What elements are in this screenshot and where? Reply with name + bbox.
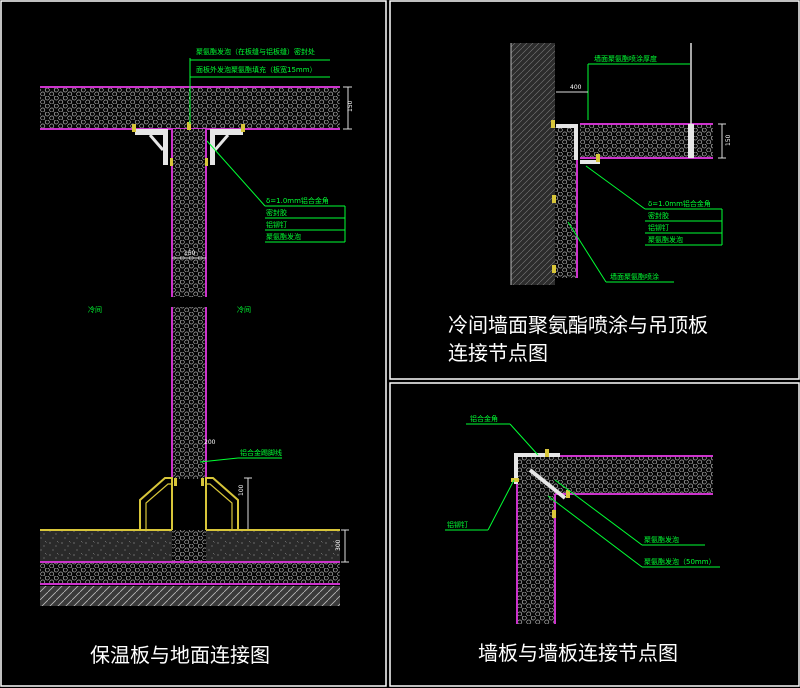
spray-ceiling-drawing: 墙面聚氨酯喷涂厚度 400 150 δ=1.0mm铝合金角 密封胶 铝铆钉 聚氨… [510, 43, 732, 285]
left-room-label-right: 冷间 [237, 305, 251, 314]
left-top-note-2: 面板外发泡聚氨酯填充（板宽15mm） [196, 65, 317, 74]
right-side-note-2: 密封胶 [648, 211, 669, 220]
horizontal-wall-panel [555, 456, 713, 494]
left-slab-dim: 300 [335, 539, 342, 551]
vertical-wall-panel [517, 456, 555, 624]
floor-joint-drawing: 聚氨酯发泡（在板缝与铝板缝）密封处 面板外发泡聚氨酯填充（板宽15mm） 150… [40, 47, 354, 606]
right-side-note-1: δ=1.0mm铝合金角 [648, 199, 711, 208]
panel-frame-top-right [389, 0, 800, 380]
wall-panel-upper [172, 129, 206, 297]
bottom-right-note-2: 聚氨酯发泡（50mm） [644, 557, 716, 566]
bottom-top-note: 铝合金角 [470, 414, 498, 423]
right-aluminum-angle [210, 129, 243, 165]
ceiling-angle [556, 124, 578, 160]
right-top-note: 墙面聚氨酯喷涂厚度 [594, 54, 657, 63]
left-top-note-1: 聚氨酯发泡（在板缝与铝板缝）密封处 [196, 47, 315, 56]
wall-wall-drawing: 铝合金角 铝铆钉 聚氨酯发泡 聚氨酯发泡（50mm） [445, 414, 720, 624]
left-aluminum-angle [135, 129, 168, 165]
right-side-note-4: 聚氨酯发泡 [648, 235, 683, 244]
left-bottom-note: 铝合金踢脚线 [240, 448, 282, 457]
right-panel-thk-dim: 150 [725, 134, 732, 146]
caption-spray-ceiling-line1: 冷间墙面聚氨酯喷涂与吊顶板 [448, 313, 708, 337]
caption-floor-joint: 保温板与地面连接图 [90, 643, 270, 667]
bottom-right-note-1: 聚氨酯发泡 [644, 535, 679, 544]
left-side-note-2: 密封胶 [266, 208, 287, 217]
masonry-wall [511, 43, 555, 285]
panel-frame-left [0, 0, 387, 687]
left-wall-thk-dim: 150 [184, 250, 196, 257]
spray-layer [555, 126, 577, 278]
right-side-note-3: 铝铆钉 [648, 223, 669, 232]
corner-angle [514, 453, 560, 484]
floor-insulation [40, 562, 340, 584]
left-side-note-1: δ=1.0mm铝合金角 [266, 196, 329, 205]
left-skirting-dim: 100 [238, 484, 245, 496]
left-side-note-4: 聚氨酯发泡 [266, 232, 301, 241]
right-bottom-note: 墙面聚氨酯喷涂 [610, 272, 659, 281]
left-gap-dim: 200 [204, 439, 216, 446]
wall-panel-lower [172, 307, 206, 479]
right-offset-dim: 400 [570, 84, 582, 91]
left-room-label-left: 冷间 [88, 305, 102, 314]
bottom-left-note: 铝铆钉 [447, 520, 468, 529]
left-panel-thk-dim: 150 [347, 100, 354, 112]
right-skirting [205, 477, 239, 530]
caption-wall-wall-joint: 墙板与墙板连接节点图 [478, 641, 678, 665]
floor-base [40, 586, 340, 606]
panel-frame-bottom-right [389, 382, 800, 687]
left-skirting [139, 477, 173, 530]
left-side-note-3: 铝铆钉 [266, 220, 287, 229]
caption-spray-ceiling-line2: 连接节点图 [448, 341, 548, 365]
